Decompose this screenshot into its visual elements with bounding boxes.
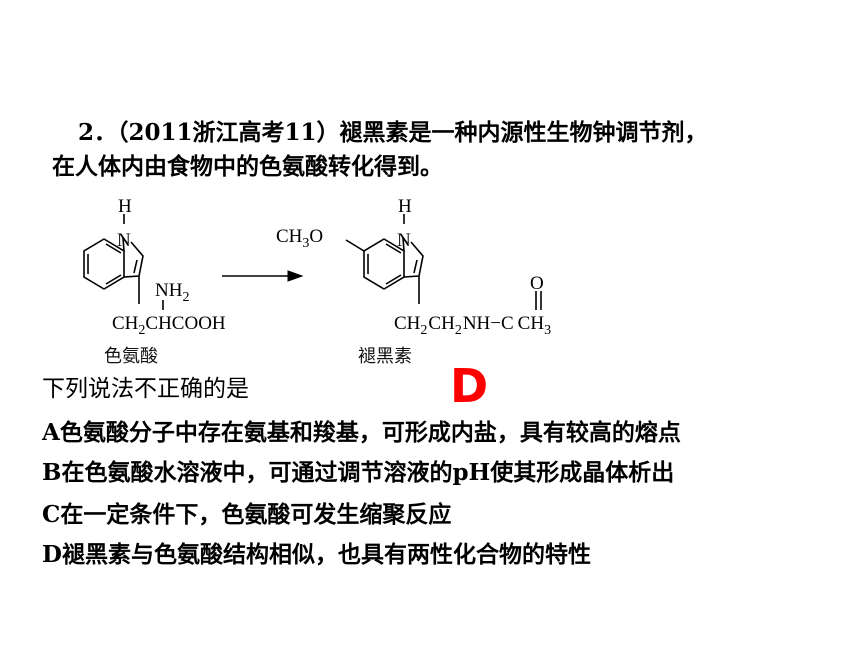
carbonyl-o-label: O [530, 273, 544, 294]
methoxy-label: CH3O [276, 226, 323, 251]
option-text: 在一定条件下，色氨酸可发生缩聚反应 [60, 501, 452, 528]
tryptophan-n-label: N [117, 230, 131, 251]
option-letter: A [42, 419, 60, 446]
question-stem: 下列说法不正确的是 [42, 376, 249, 402]
tryptophan-structure: H N NH2 CH2CHCOOH 色氨酸 [83, 196, 226, 367]
answer-mark: D [450, 359, 489, 413]
option-text: 褪黑素与色氨酸结构相似，也具有两性化合物的特性 [61, 541, 591, 568]
melatonin-h-label: H [398, 196, 412, 217]
option-text: 色氨酸分子中存在氨基和羧基，可形成内盐，具有较高的熔点 [59, 419, 681, 446]
option-a: A色氨酸分子中存在氨基和羧基，可形成内盐，具有较高的熔点 [42, 418, 681, 448]
question-line-2: 在人体内由食物中的色氨酸转化得到。 [52, 153, 443, 180]
melatonin-n-label: N [397, 230, 411, 251]
tryptophan-chain-label: CH2CHCOOH [112, 313, 226, 338]
tryptophan-nh2-label: NH2 [155, 280, 189, 305]
question-number: 2． [78, 119, 118, 146]
question-source: （2011浙江高考11） [117, 119, 340, 146]
option-b: B在色氨酸水溶液中，可通过调节溶液的pH使其形成晶体析出 [42, 458, 674, 488]
question-line-1: 2．（2011浙江高考11）褪黑素是一种内源性生物钟调节剂， [78, 118, 708, 148]
option-letter: D [42, 541, 62, 568]
option-letter: C [42, 501, 61, 528]
tryptophan-h-label: H [118, 196, 132, 217]
reaction-scheme: H N NH2 CH2CHCOOH 色氨酸 H N CH3O O CH2CH2N… [83, 196, 551, 367]
option-d: D褪黑素与色氨酸结构相似，也具有两性化合物的特性 [42, 540, 591, 570]
option-text: 在色氨酸水溶液中，可通过调节溶液的pH使其形成晶体析出 [61, 459, 675, 486]
reaction-arrow [222, 270, 304, 282]
option-letter: B [42, 459, 62, 486]
option-c: C在一定条件下，色氨酸可发生缩聚反应 [42, 500, 451, 530]
tryptophan-caption: 色氨酸 [104, 346, 158, 367]
question-text-1: 褪黑素是一种内源性生物钟调节剂， [339, 119, 708, 146]
melatonin-caption: 褪黑素 [358, 346, 412, 367]
